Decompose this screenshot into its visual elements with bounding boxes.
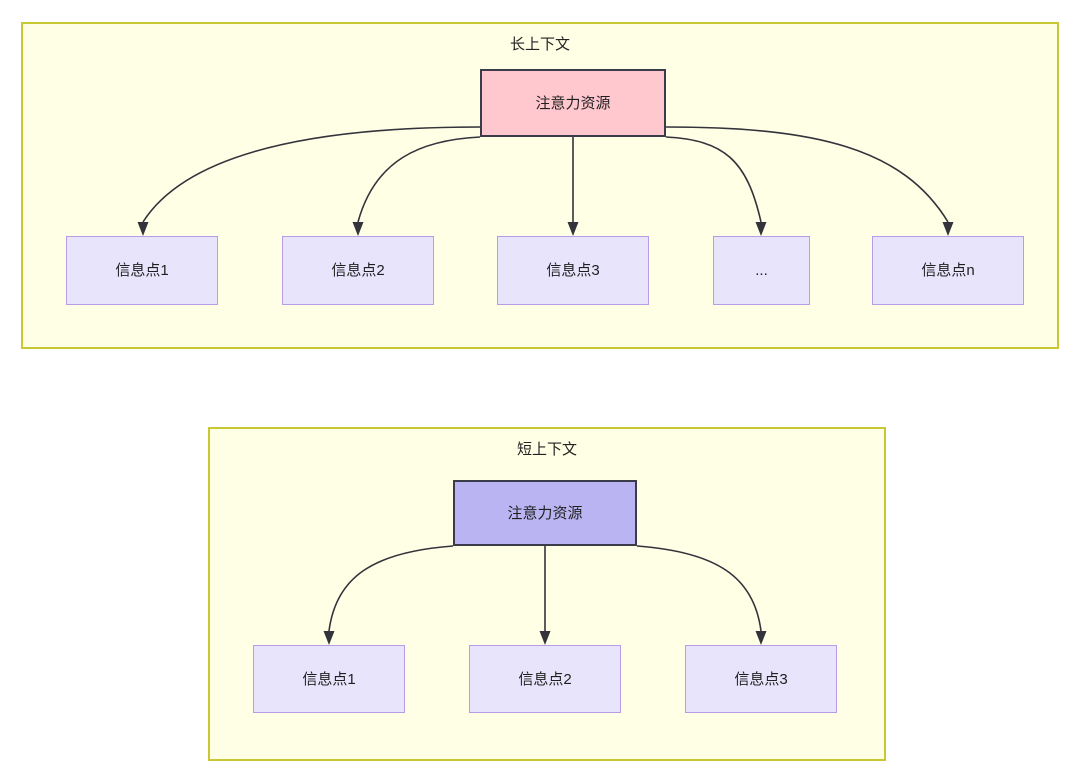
node-info-point-ellipsis-long[interactable]: ... bbox=[713, 236, 810, 305]
group-long-context-title: 长上下文 bbox=[509, 36, 570, 53]
node-info-point-2-short[interactable]: 信息点2 bbox=[469, 645, 621, 713]
node-label: 信息点3 bbox=[734, 670, 788, 688]
node-label: 注意力资源 bbox=[535, 94, 611, 112]
node-label: 信息点2 bbox=[518, 670, 572, 688]
node-label: 信息点1 bbox=[115, 262, 169, 279]
node-label: 信息点3 bbox=[546, 262, 600, 279]
node-label: ... bbox=[755, 262, 768, 279]
node-label: 信息点2 bbox=[331, 262, 385, 279]
node-label: 信息点1 bbox=[302, 670, 356, 688]
node-label: 注意力资源 bbox=[507, 504, 583, 522]
node-attention-resource-short[interactable]: 注意力资源 bbox=[453, 480, 637, 546]
node-info-point-1-short[interactable]: 信息点1 bbox=[253, 645, 405, 713]
node-label: 信息点n bbox=[921, 262, 975, 279]
node-info-point-3-long[interactable]: 信息点3 bbox=[497, 236, 649, 305]
node-info-point-3-short[interactable]: 信息点3 bbox=[685, 645, 837, 713]
group-short-context-title: 短上下文 bbox=[516, 441, 577, 458]
node-info-point-1-long[interactable]: 信息点1 bbox=[66, 236, 218, 305]
node-attention-resource-long[interactable]: 注意力资源 bbox=[480, 69, 666, 137]
node-info-point-n-long[interactable]: 信息点n bbox=[872, 236, 1024, 305]
node-info-point-2-long[interactable]: 信息点2 bbox=[282, 236, 434, 305]
